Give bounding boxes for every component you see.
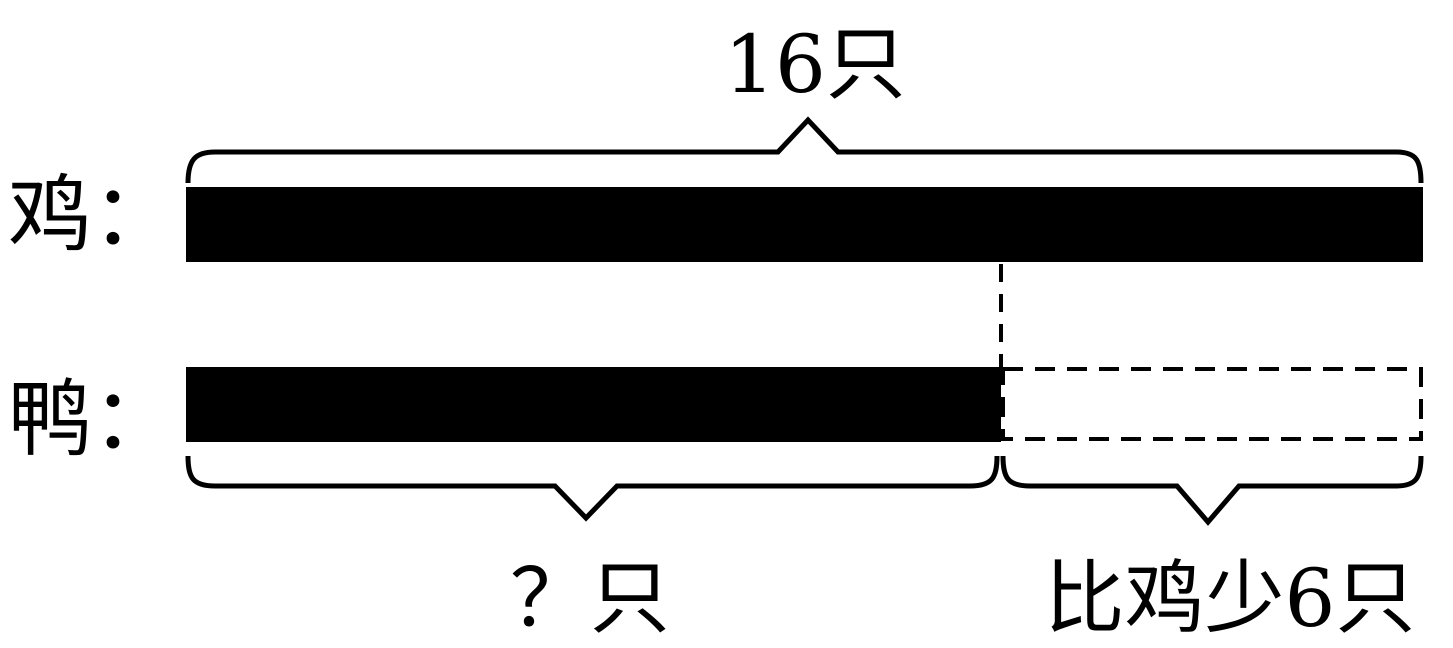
duck-missing-segment: [1001, 367, 1423, 441]
chicken-row-label: 鸡：: [8, 166, 176, 264]
chicken-total-label: 16只: [724, 18, 906, 111]
difference-label: 比鸡少6只: [1045, 552, 1416, 645]
duck-row-label: 鸭：: [8, 370, 176, 468]
chicken-total-brace: [185, 116, 1424, 184]
duck-unknown-label: ？只: [510, 552, 670, 645]
chicken-bar: [186, 187, 1423, 262]
duck-count-brace: [185, 455, 1000, 522]
difference-brace: [1000, 455, 1424, 526]
duck-bar: [186, 367, 1001, 442]
